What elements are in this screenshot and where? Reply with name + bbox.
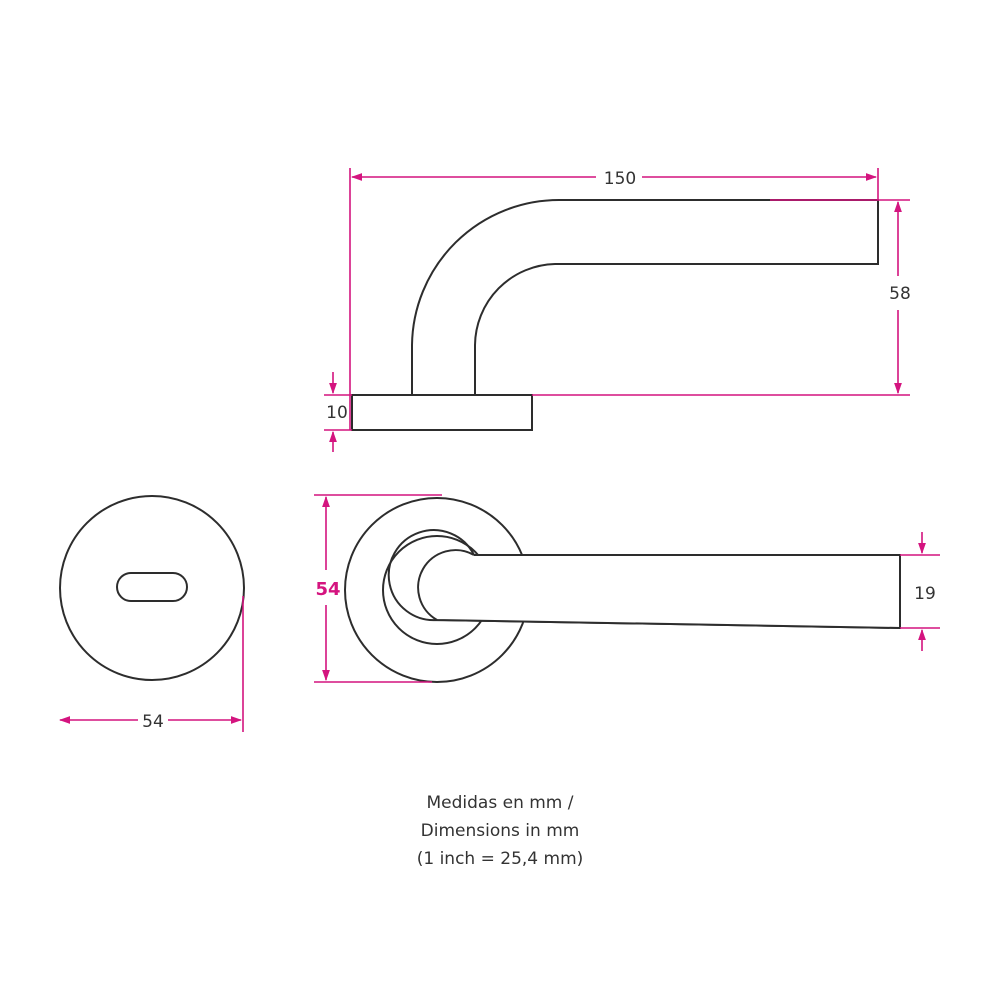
dim-label-19: 19	[914, 584, 936, 604]
escutcheon-outer	[59, 495, 245, 681]
dimension-lever-width: 19	[900, 532, 940, 651]
dimension-lever-height: 58	[532, 199, 911, 396]
lever-front-outline-top	[417, 549, 901, 630]
dimension-rose-diameter-front: 54	[314, 494, 442, 683]
keyhole-slot	[116, 572, 188, 602]
units-note: Medidas en mm / Dimensions in mm (1 inch…	[300, 789, 700, 873]
front-view	[344, 497, 901, 683]
side-view	[351, 199, 879, 431]
dim-label-54-front: 54	[315, 579, 340, 600]
rose-side	[351, 394, 533, 431]
escutcheon-view	[59, 495, 245, 681]
dim-label-54-escutcheon: 54	[142, 712, 164, 732]
units-note-line-1: Medidas en mm /	[426, 793, 574, 813]
dim-label-150: 150	[604, 169, 636, 189]
units-note-line-3: (1 inch = 25,4 mm)	[416, 849, 584, 869]
dimension-lever-length: 150	[349, 168, 879, 430]
dimension-rose-diameter-escutcheon: 54	[58, 596, 244, 732]
dim-label-58: 58	[889, 284, 911, 304]
dimension-rose-thickness: 10	[324, 372, 352, 452]
dim-label-10: 10	[326, 403, 348, 423]
lever-side-outline	[411, 199, 879, 395]
units-note-line-2: Dimensions in mm	[420, 821, 580, 841]
